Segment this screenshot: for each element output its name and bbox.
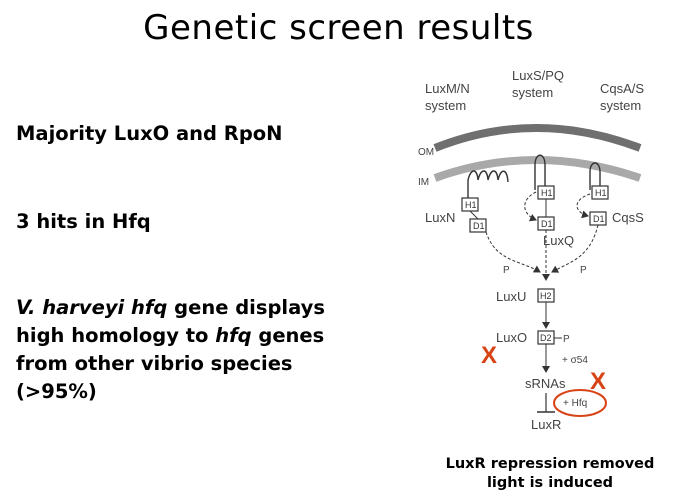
svg-text:D1: D1 bbox=[473, 221, 485, 231]
svg-text:H1: H1 bbox=[465, 200, 477, 210]
cqss-h1-box bbox=[591, 185, 609, 200]
system-label-luxspq: LuxS/PQ bbox=[512, 68, 564, 83]
svg-text:D1: D1 bbox=[541, 219, 553, 229]
hfq-label: + Hfq bbox=[563, 398, 587, 409]
svg-text:D1: D1 bbox=[593, 214, 605, 224]
system-label-luxspq-2: system bbox=[512, 85, 553, 100]
cqss-transmembrane bbox=[589, 162, 601, 190]
cqss-label: CqsS bbox=[612, 210, 644, 225]
caption-line-2: light is induced bbox=[486, 475, 614, 491]
bullet-luxo-rpon: Majority LuxO and RpoN bbox=[16, 122, 283, 145]
gene-name: hfq bbox=[215, 324, 252, 347]
system-label-luxmn-2: system bbox=[425, 98, 466, 113]
hfq-highlight-circle bbox=[553, 389, 607, 417]
im-label: IM bbox=[418, 177, 429, 188]
inner-membrane bbox=[433, 156, 642, 182]
system-label-luxmn: LuxM/N bbox=[425, 81, 470, 96]
system-label-cqsas: CqsA/S bbox=[600, 81, 644, 96]
luxn-label: LuxN bbox=[425, 210, 455, 225]
phospho-p-right: P bbox=[580, 265, 587, 276]
luxo-label: LuxO bbox=[496, 330, 527, 345]
slide-title: Genetic screen results bbox=[143, 8, 534, 48]
caption-line-1: LuxR repression removed bbox=[445, 456, 655, 472]
luxr-label: LuxR bbox=[531, 417, 561, 432]
bullet-hfq-homology: V. harveyi hfq gene displays high homolo… bbox=[16, 296, 325, 403]
srnas-label: sRNAs bbox=[525, 376, 566, 391]
om-label: OM bbox=[418, 147, 434, 158]
diagram-caption: LuxR repression removed light is induced bbox=[430, 455, 670, 493]
x-mark-hfq: X bbox=[590, 368, 606, 395]
svg-text:H2: H2 bbox=[540, 291, 552, 301]
svg-text:D2: D2 bbox=[540, 333, 552, 343]
luxu-label: LuxU bbox=[496, 289, 526, 304]
phospho-p-left: P bbox=[503, 265, 510, 276]
species-gene-name: V. harveyi hfq bbox=[16, 296, 168, 319]
svg-text:H1: H1 bbox=[541, 188, 553, 198]
svg-text:P: P bbox=[563, 334, 570, 345]
x-mark-luxo: X bbox=[481, 342, 497, 369]
luxq-label: LuxQ bbox=[543, 233, 574, 248]
system-label-cqsas-2: system bbox=[600, 98, 641, 113]
luxq-transmembrane bbox=[534, 154, 546, 190]
bullet-hfq-hits: 3 hits in Hfq bbox=[16, 210, 151, 233]
svg-text:H1: H1 bbox=[595, 188, 607, 198]
luxn-transmembrane bbox=[467, 170, 509, 198]
sigma54-label: + σ54 bbox=[562, 355, 588, 366]
outer-membrane bbox=[433, 124, 642, 152]
